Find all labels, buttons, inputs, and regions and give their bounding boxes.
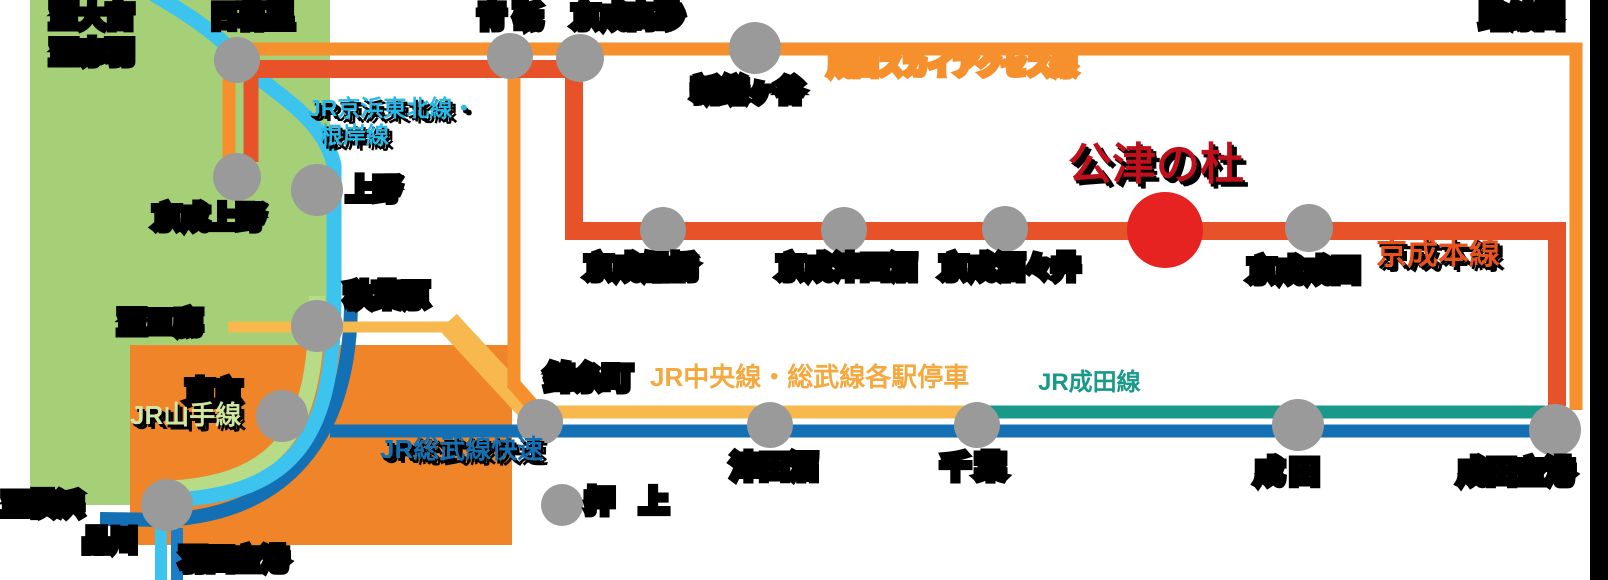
station-circle-aoto [487, 33, 533, 79]
sobu-rapid-arc [99, 299, 358, 528]
station-circle-oshiage [541, 484, 583, 526]
label-narita-line-label: JR成田線 [1038, 369, 1141, 396]
label-kinshicho-label: 錦糸町 [541, 360, 635, 398]
keisei-main-line [240, 60, 1566, 406]
station-circle-shin-kamagaya [729, 22, 781, 74]
label-to-akabane: 至赤羽 [46, 34, 137, 71]
station-circle-akihabara [291, 300, 343, 352]
right-edge-black-bar [1590, 0, 1608, 580]
label-keisei-narita-label: 京成成田 [1244, 252, 1363, 289]
label-k-tsudanuma-label: 京成津田沼 [773, 249, 920, 286]
station-circle-nippori [214, 37, 260, 83]
station-circle-keisei-tsudanuma [821, 207, 867, 253]
label-rosenzu-label: 路線図 [1476, 0, 1567, 35]
label-keihin-label-1: JR京浜東北線・ [308, 95, 476, 121]
label-narita-label: 成田 [1251, 454, 1326, 492]
sky-access-line [240, 42, 1583, 410]
label-to-yokohama: 至横浜 [0, 487, 87, 523]
label-to-mitaka: 至三鷹 [114, 304, 205, 341]
station-circle-kinshicho [517, 399, 563, 445]
keihin-tohoku-line [148, 0, 342, 508]
label-narita-airport-label: 成田空港 [1454, 454, 1577, 492]
label-kozunomori-label: 公津の杜 [1068, 140, 1244, 189]
label-akihabara-label: 秋葉原 [341, 277, 432, 314]
label-funabashi-label: 京成船橋 [581, 249, 700, 286]
station-circle-narita [1272, 399, 1324, 451]
station-circle-ueno [291, 164, 343, 216]
station-circle-keisei-narita [1285, 204, 1333, 252]
label-tokyo-label: 東京 [182, 374, 245, 411]
label-yamanote-label: JR山手線 [130, 400, 242, 430]
station-circle-keisei-ueno [213, 153, 261, 201]
station-circle-keisei-takasago [556, 34, 604, 82]
label-haneda-label: 羽田空港 [177, 542, 292, 578]
label-chiba-label: 千葉 [937, 449, 1012, 487]
label-chuo-sobu-label: JR中央線・総武線各駅停車 [650, 362, 970, 392]
stations-layer [141, 22, 1581, 531]
station-circle-narita-airport [1529, 404, 1581, 456]
label-shisui-label: 京成酒々井 [936, 249, 1083, 286]
label-aoto-label: 青砥 [474, 0, 551, 35]
label-tsudanuma-label: 津田沼 [727, 449, 821, 487]
station-circle-shinagawa [141, 479, 193, 531]
label-keisei-ueno-label: 京成上野 [149, 199, 268, 236]
label-ueno-label: 上野 [344, 172, 405, 208]
label-keisei-honsen-label: 京成本線 [1376, 236, 1500, 271]
station-circle-tokyo [256, 390, 308, 442]
label-takasago-label: 京成高砂 [568, 0, 687, 35]
label-shin-kamagaya-label: 新鎌ヶ谷 [688, 72, 807, 109]
label-sobu-rapid-label: JR総武線快速 [380, 434, 544, 464]
station-circle-keisei-funabashi [640, 207, 686, 253]
label-nippori-label: 日暮里 [206, 0, 297, 35]
label-skyaccess-label: 成田スカイアクセス線 [825, 50, 1080, 83]
label-to-omiya: 至大宮 [46, 0, 137, 35]
label-keihin-label-2: 根岸線 [320, 122, 389, 148]
label-oshiage-label: 押上 [582, 483, 695, 520]
label-shinagawa-label: 品川 [80, 523, 141, 559]
station-circle-chiba [954, 402, 1000, 448]
station-circle-tsudanuma [747, 402, 793, 448]
station-circle-kozunomori [1127, 192, 1203, 268]
station-circle-keisei-shisui [982, 206, 1028, 252]
